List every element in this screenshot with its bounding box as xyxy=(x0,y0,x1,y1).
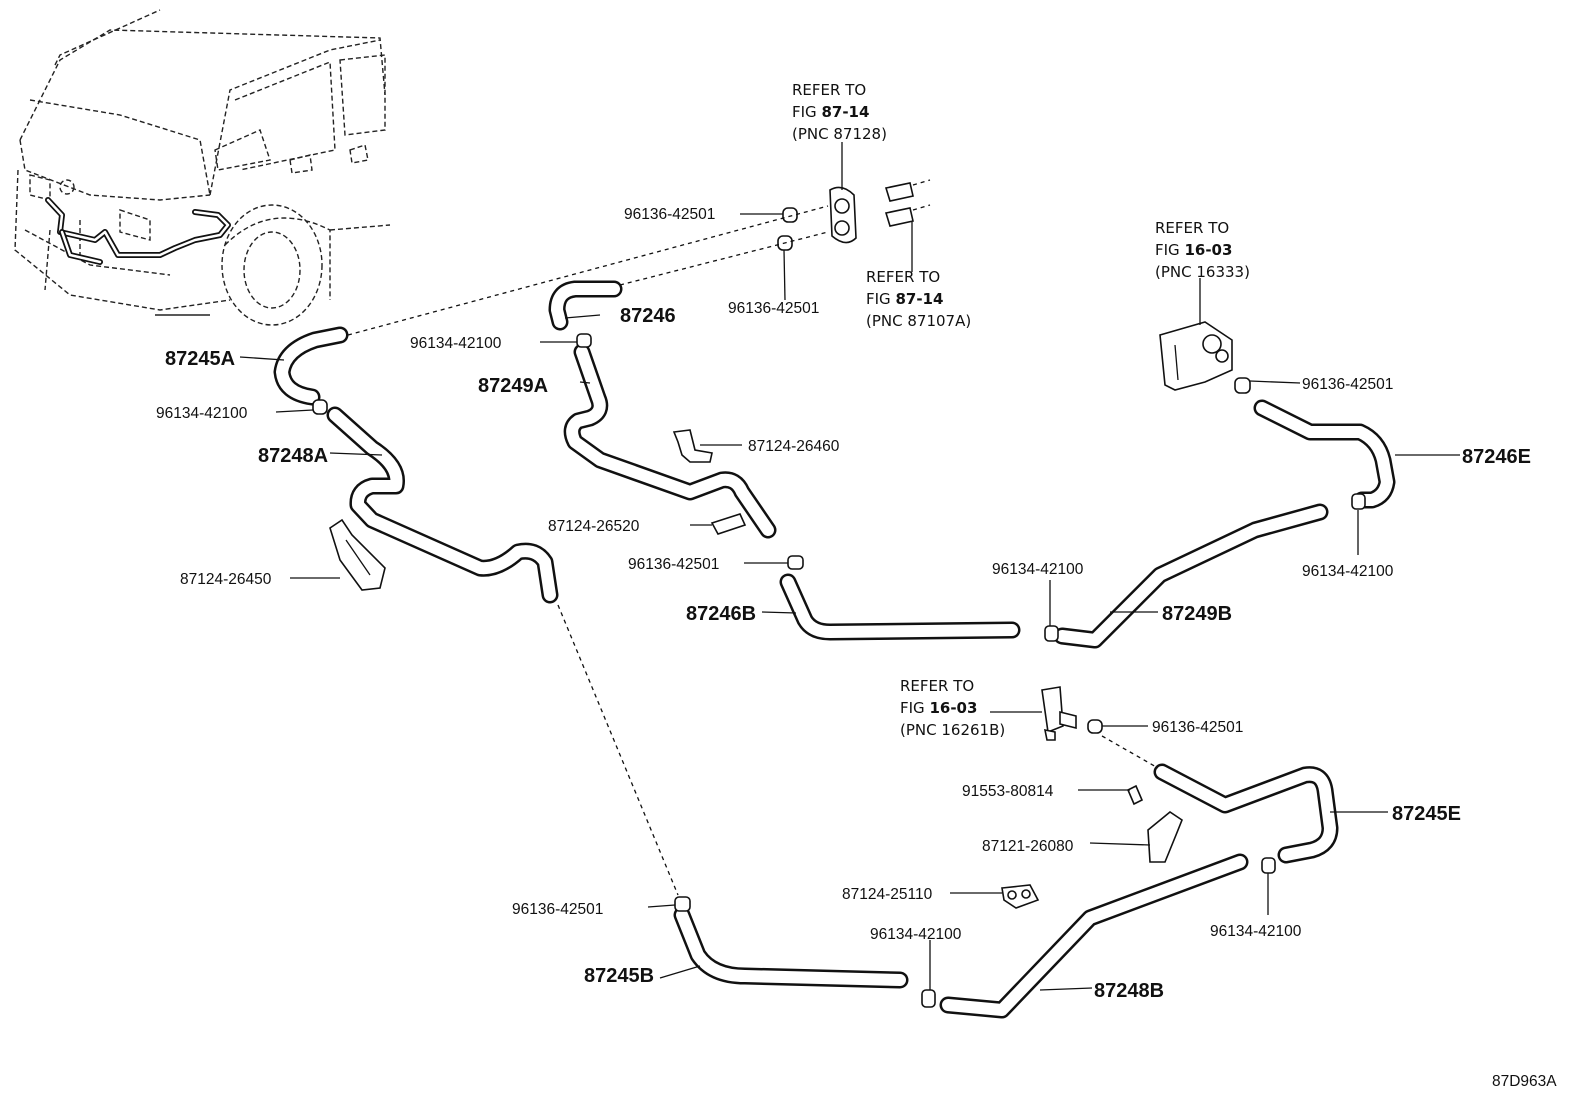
label-87246: 87246 xyxy=(620,305,676,327)
hose-87245B xyxy=(673,906,909,989)
label-part-clamp: 96136-42501 xyxy=(628,556,719,573)
ref-pnc: (PNC 16333) xyxy=(1155,263,1250,281)
label-part-clamp: 96134-42100 xyxy=(870,926,962,943)
hose-87249B xyxy=(1053,503,1329,649)
label-87248A: 87248A xyxy=(258,445,328,467)
label-part-bracket: 87124-26450 xyxy=(180,571,272,588)
leader-lines xyxy=(239,142,1460,991)
label-87245E: 87245E xyxy=(1392,803,1461,825)
label-87248B: 87248B xyxy=(1094,980,1164,1002)
hose-87246 xyxy=(548,280,623,331)
label-87246B: 87246B xyxy=(686,603,756,625)
label-part-clamp: 87124-25110 xyxy=(842,886,933,903)
clamp-87124-25110-part xyxy=(1001,884,1040,909)
hose-87245A xyxy=(273,326,349,406)
water-valve-part xyxy=(1041,686,1077,741)
label-87245A: 87245A xyxy=(165,348,235,370)
label-87246E: 87246E xyxy=(1462,446,1531,468)
label-87249B: 87249B xyxy=(1162,603,1232,625)
label-part-clamp: 96134-42100 xyxy=(1302,563,1394,580)
dash-line xyxy=(1101,735,1159,769)
label-part-clamp: 96134-42100 xyxy=(992,561,1084,578)
svg-text:FIG 87-14: FIG 87-14 xyxy=(792,103,869,121)
water-outlet-part xyxy=(1159,321,1233,391)
clamp-87124-26460-part xyxy=(672,429,713,463)
svg-text:FIG 87-14: FIG 87-14 xyxy=(866,290,943,308)
ref-note-16261B: REFER TO FIG 16-03 (PNC 16261B) xyxy=(900,677,1005,739)
label-part-bolt: 91553-80814 xyxy=(962,783,1054,800)
hose-87249A xyxy=(563,343,777,539)
ref-fig-number: 87-14 xyxy=(895,290,943,308)
label-part-clamp: 87124-26520 xyxy=(548,518,640,535)
label-part-clamp: 87124-26460 xyxy=(748,438,840,455)
label-part-clamp: 96136-42501 xyxy=(1152,719,1243,736)
bolt-91553-80814-part xyxy=(1126,784,1144,806)
ref-fig-number: 16-03 xyxy=(1184,241,1232,259)
dash-line xyxy=(347,205,829,336)
hose-87246E xyxy=(1253,399,1396,509)
ref-fig-number: 87-14 xyxy=(821,103,869,121)
ref-fig: FIG xyxy=(866,290,895,308)
svg-text:FIG 16-03: FIG 16-03 xyxy=(900,699,977,717)
ref-note-16333: REFER TO FIG 16-03 (PNC 16333) xyxy=(1155,219,1250,281)
clamp-87124-26520-part xyxy=(710,513,747,535)
label-part-clamp: 96134-42100 xyxy=(1210,923,1302,940)
label-part-clamp: 96134-42100 xyxy=(410,335,502,352)
dash-line xyxy=(557,604,679,896)
ref-fig-number: 16-03 xyxy=(929,699,977,717)
hose-87245E xyxy=(1153,763,1339,864)
ref-pnc: (PNC 87128) xyxy=(792,125,887,143)
ref-line: REFER TO xyxy=(866,268,940,286)
hose-clamp xyxy=(312,207,1366,1008)
ref-fig: FIG xyxy=(900,699,929,717)
bracket-87124-26450-part xyxy=(329,518,386,591)
ref-pnc: (PNC 87107A) xyxy=(866,312,971,330)
label-part-clamp: 96136-42501 xyxy=(1302,376,1393,393)
hose-87248B xyxy=(939,853,1249,1019)
ref-fig: FIG xyxy=(1155,241,1184,259)
ref-line: REFER TO xyxy=(1155,219,1229,237)
label-part-clamp: 96136-42501 xyxy=(728,300,819,317)
ref-pnc: (PNC 16261B) xyxy=(900,721,1005,739)
ref-line: REFER TO xyxy=(792,81,866,99)
label-part-clamp: 96136-42501 xyxy=(512,901,603,918)
ref-line: REFER TO xyxy=(900,677,974,695)
ref-fig: FIG xyxy=(792,103,821,121)
bracket-87121-26080-part xyxy=(1147,811,1183,863)
label-part-clamp: 96136-42501 xyxy=(624,206,715,223)
label-87245B: 87245B xyxy=(584,965,654,987)
heater-outlet-part xyxy=(829,186,857,244)
label-part-bracket: 87121-26080 xyxy=(982,838,1074,855)
ref-note-87128: REFER TO FIG 87-14 (PNC 87128) xyxy=(792,81,887,143)
label-part-clamp: 96134-42100 xyxy=(156,405,248,422)
hose-87246B xyxy=(779,573,1021,641)
svg-text:FIG 16-03: FIG 16-03 xyxy=(1155,241,1232,259)
van-illustration xyxy=(14,9,391,326)
diagram-code: 87D963A xyxy=(1492,1073,1557,1090)
ref-note-87107A: REFER TO FIG 87-14 (PNC 87107A) xyxy=(866,268,971,330)
label-87249A: 87249A xyxy=(478,375,548,397)
dash-line xyxy=(619,231,829,286)
pipe-stubs-part xyxy=(884,179,931,227)
hose-87248A xyxy=(326,406,559,604)
